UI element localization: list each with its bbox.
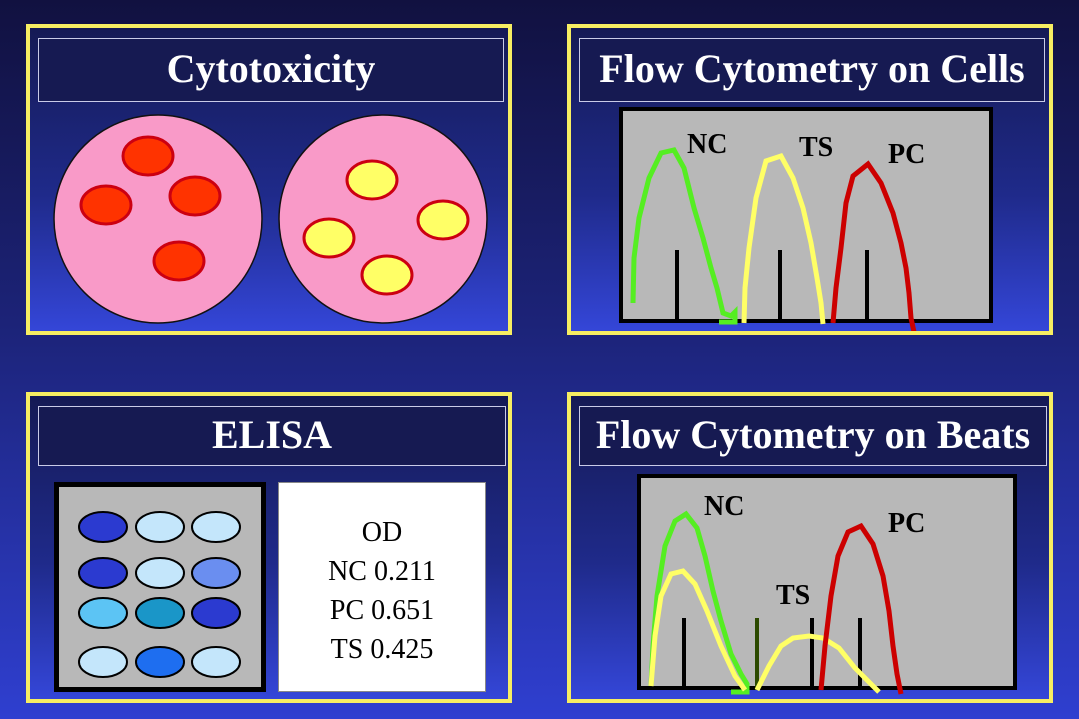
elisa-panel: ELISA OD NC 0.211 PC 0.651 TS 0.425 xyxy=(26,392,512,703)
pc-curve xyxy=(818,522,904,695)
elisa-well xyxy=(135,646,185,678)
yellow-cell xyxy=(360,254,414,296)
elisa-well xyxy=(135,557,185,589)
dish-yellow-cells xyxy=(278,114,488,324)
red-cell xyxy=(168,175,222,217)
yellow-cell xyxy=(345,159,399,201)
red-cell xyxy=(121,135,175,177)
od-header: OD xyxy=(361,517,403,548)
flow-beats-panel: Flow Cytometry on Beats NC TS PC xyxy=(567,392,1053,703)
elisa-well xyxy=(191,511,241,543)
od-results-box: OD NC 0.211 PC 0.651 TS 0.425 xyxy=(278,482,486,692)
elisa-wells xyxy=(78,511,241,678)
ts-curve-low xyxy=(754,633,881,694)
od-row-ts: TS 0.425 xyxy=(330,634,434,665)
flow-beats-histogram-box xyxy=(637,474,1017,690)
od-row-pc: PC 0.651 xyxy=(329,595,435,626)
elisa-plate xyxy=(54,482,266,692)
dish-red-cells xyxy=(53,114,263,324)
red-cells xyxy=(79,135,222,282)
ts-label: TS xyxy=(799,132,833,163)
elisa-well xyxy=(191,646,241,678)
elisa-title: ELISA xyxy=(38,406,506,466)
cytotoxicity-panel: Cytotoxicity xyxy=(26,24,512,335)
petri-dishes xyxy=(53,114,488,324)
elisa-well xyxy=(78,597,128,629)
elisa-well xyxy=(78,511,128,543)
nc-label: NC xyxy=(704,491,744,522)
elisa-well xyxy=(191,557,241,589)
ts-curve xyxy=(648,568,748,692)
flow-beats-title: Flow Cytometry on Beats xyxy=(579,406,1047,466)
elisa-well xyxy=(191,597,241,629)
elisa-well xyxy=(78,646,128,678)
elisa-well xyxy=(135,597,185,629)
nc-curve xyxy=(630,147,738,325)
flow-cells-panel: Flow Cytometry on Cells NC TS PC xyxy=(567,24,1053,335)
pc-curve xyxy=(830,160,917,331)
red-cell xyxy=(79,184,133,226)
nc-label: NC xyxy=(687,129,727,160)
cytotoxicity-title: Cytotoxicity xyxy=(38,38,504,102)
flow-beats-histogram: NC TS PC xyxy=(648,491,925,695)
ts-curve xyxy=(741,152,826,325)
yellow-cell xyxy=(416,199,470,241)
elisa-well xyxy=(135,511,185,543)
ts-label: TS xyxy=(776,580,810,611)
yellow-cell xyxy=(302,217,356,259)
red-cell xyxy=(152,240,206,282)
yellow-cells xyxy=(302,159,470,296)
elisa-well xyxy=(78,557,128,589)
nc-curve xyxy=(648,510,750,695)
pc-label: PC xyxy=(888,508,925,539)
flow-cells-title: Flow Cytometry on Cells xyxy=(579,38,1045,102)
pc-label: PC xyxy=(888,139,925,170)
od-row-nc: NC 0.211 xyxy=(328,556,436,587)
flow-cells-histogram: NC TS PC xyxy=(630,129,925,331)
